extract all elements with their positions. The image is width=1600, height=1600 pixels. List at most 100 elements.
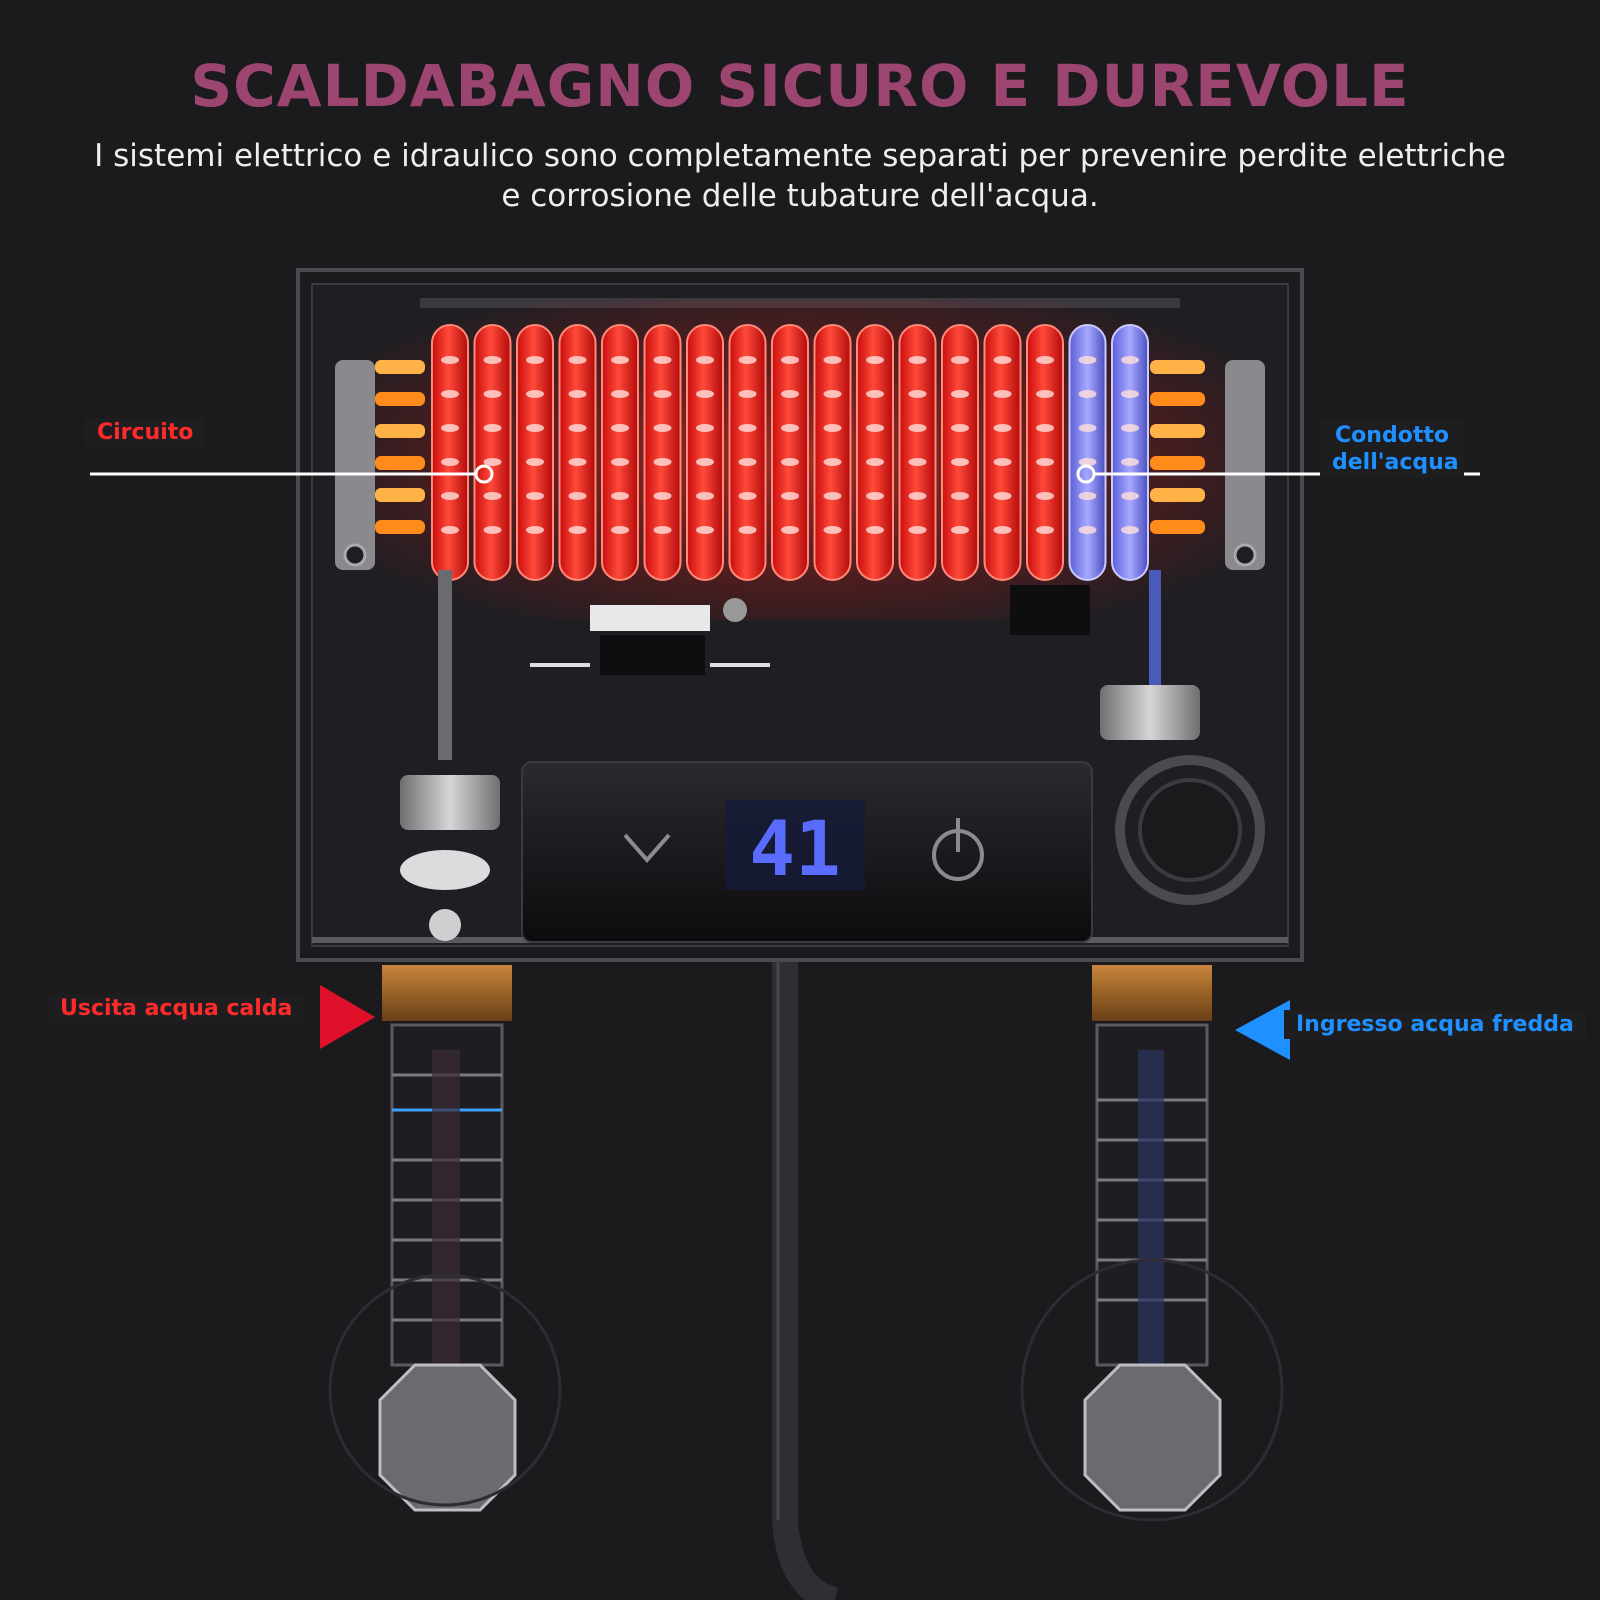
coil-highlight	[993, 390, 1012, 398]
coil-highlight	[781, 424, 799, 432]
coil-loop	[728, 324, 767, 581]
coil-highlight	[1121, 458, 1139, 466]
coil-highlight	[611, 458, 629, 466]
coil-highlight	[483, 492, 502, 500]
temperature-display: 41	[749, 804, 841, 893]
internal-components	[400, 570, 1265, 941]
coil-highlight	[441, 390, 459, 398]
coil-highlight	[568, 424, 587, 432]
chevron-down-icon[interactable]	[623, 833, 671, 864]
coil-highlight	[1036, 424, 1054, 432]
coil-highlight	[696, 424, 714, 432]
coil-highlight	[1036, 526, 1054, 534]
coil-highlight	[738, 424, 757, 432]
coil-highlight	[738, 356, 757, 364]
coil-highlight	[1036, 390, 1054, 398]
coil-highlight	[568, 390, 587, 398]
page-title: SCALDABAGNO SICURO E DUREVOLE	[190, 52, 1410, 120]
coil-highlight	[568, 492, 587, 500]
coil-highlight	[696, 526, 714, 534]
coil-highlight	[526, 526, 544, 534]
coil-highlight	[866, 526, 884, 534]
coil-highlight	[738, 458, 757, 466]
coil-highlight	[483, 390, 502, 398]
coil-highlight	[483, 424, 502, 432]
coil-highlight	[781, 492, 799, 500]
coil-highlight	[951, 526, 969, 534]
coil-highlight	[1121, 492, 1139, 500]
cold-water-pipe	[1020, 965, 1284, 1522]
coil-highlight	[993, 424, 1012, 432]
coil-highlight	[823, 424, 842, 432]
coil-highlight	[866, 390, 884, 398]
coil-highlight	[483, 356, 502, 364]
coil-loop	[643, 324, 682, 581]
page-subtitle: I sistemi elettrico e idraulico sono com…	[94, 138, 1506, 214]
coil-highlight	[908, 526, 927, 534]
coil-loop	[558, 324, 597, 581]
coil-loop	[856, 324, 894, 581]
coil-highlight	[441, 492, 459, 500]
coil-highlight	[1121, 526, 1139, 534]
coil-highlight	[908, 458, 927, 466]
power-icon[interactable]	[932, 818, 984, 881]
coil-highlight	[441, 526, 459, 534]
coil-loop	[1068, 324, 1107, 581]
coil-loop	[1026, 324, 1064, 581]
coil-loop	[1111, 324, 1149, 581]
coil-highlight	[441, 458, 459, 466]
hot-water-pipe	[328, 965, 562, 1512]
coil-highlight	[1078, 458, 1097, 466]
coil-loop	[898, 324, 937, 581]
coil-highlight	[908, 390, 927, 398]
terminal-left	[335, 360, 425, 570]
coil-highlight	[441, 424, 459, 432]
power-cable	[772, 962, 839, 1600]
coil-loop	[473, 324, 512, 581]
coil-highlight	[823, 356, 842, 364]
control-panel: 41	[521, 761, 1093, 943]
coil-highlight	[993, 458, 1012, 466]
coil-highlight	[526, 458, 544, 466]
cold-water-inlet-label: Ingresso acqua fredda	[1284, 1010, 1586, 1039]
coil-highlight	[866, 458, 884, 466]
coil-highlight	[653, 492, 672, 500]
terminal-right	[1150, 360, 1265, 570]
coil-highlight	[1078, 356, 1097, 364]
coil-highlight	[611, 390, 629, 398]
circuit-label: Circuito	[85, 418, 206, 447]
coil-highlight	[908, 356, 927, 364]
coil-highlight	[951, 390, 969, 398]
coil-highlight	[823, 458, 842, 466]
coil-highlight	[866, 492, 884, 500]
coil-highlight	[653, 390, 672, 398]
coil-highlight	[781, 390, 799, 398]
coil-highlight	[993, 492, 1012, 500]
coil-highlight	[526, 492, 544, 500]
coil-highlight	[951, 356, 969, 364]
coil-highlight	[951, 492, 969, 500]
coil-highlight	[1078, 390, 1097, 398]
coil-loop	[813, 324, 852, 581]
coil-highlight	[823, 492, 842, 500]
heating-coil	[431, 324, 1149, 581]
coil-highlight	[1121, 356, 1139, 364]
coil-highlight	[611, 492, 629, 500]
coil-highlight	[1036, 458, 1054, 466]
coil-highlight	[1078, 526, 1097, 534]
coil-highlight	[696, 390, 714, 398]
coil-highlight	[568, 526, 587, 534]
triangle-left-icon	[1235, 1000, 1290, 1060]
coil-highlight	[908, 492, 927, 500]
coil-highlight	[738, 390, 757, 398]
coil-highlight	[611, 526, 629, 534]
coil-highlight	[738, 492, 757, 500]
coil-highlight	[611, 424, 629, 432]
coil-highlight	[781, 458, 799, 466]
coil-highlight	[951, 458, 969, 466]
coil-highlight	[993, 526, 1012, 534]
coil-loop	[941, 324, 979, 581]
coil-highlight	[738, 526, 757, 534]
coil-highlight	[1121, 424, 1139, 432]
